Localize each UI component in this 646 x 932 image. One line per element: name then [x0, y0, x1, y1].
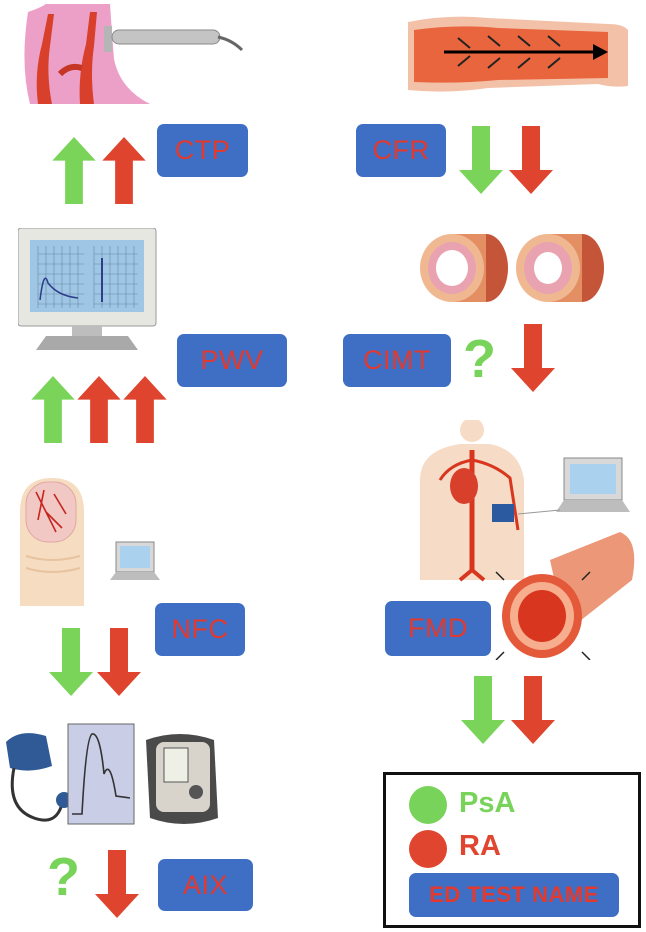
psa-up-arrow	[30, 376, 76, 443]
ra-down-arrow	[94, 850, 140, 918]
psa-down-arrow	[458, 126, 504, 194]
ra-down-arrow	[510, 676, 556, 744]
artery-cross-section-illustration	[420, 234, 604, 302]
psa-legend-label: PsA	[459, 787, 516, 819]
ra-up-arrow	[101, 137, 147, 204]
ra-down-arrow	[508, 126, 554, 194]
psa-down-arrow	[460, 676, 506, 744]
ra-legend-label: RA	[459, 830, 501, 862]
flow-mediated-dilation-illustration	[420, 420, 635, 660]
psa-unknown-marker: ?	[47, 847, 80, 907]
fmd-test-label: FMD	[385, 601, 491, 656]
pwv-monitor-illustration	[18, 228, 157, 350]
ra-legend-dot	[409, 830, 447, 868]
cimt-test-label: CIMT	[343, 334, 451, 387]
nailfold-capillaroscopy-illustration	[20, 478, 160, 606]
pwv-test-label: PWV	[177, 334, 287, 387]
coronary-flow-illustration	[408, 16, 628, 92]
aix-test-label: AIX	[158, 859, 253, 911]
ra-up-arrow	[76, 376, 122, 443]
augmentation-index-illustration	[6, 723, 218, 825]
cfr-test-label: CFR	[356, 124, 446, 177]
ctp-test-label: CTP	[157, 124, 248, 177]
ra-up-arrow	[122, 376, 168, 443]
ra-down-arrow	[510, 324, 556, 392]
psa-up-arrow	[51, 137, 97, 204]
carotid-ultrasound-illustration	[24, 4, 244, 104]
psa-down-arrow	[48, 628, 94, 696]
test-name-legend-label: ED TEST NAME	[409, 873, 619, 917]
psa-legend-dot	[409, 786, 447, 824]
nfc-test-label: NFC	[155, 603, 245, 656]
legend: PsA RA ED TEST NAME	[383, 772, 641, 928]
ra-down-arrow	[96, 628, 142, 696]
psa-unknown-marker: ?	[463, 329, 496, 389]
